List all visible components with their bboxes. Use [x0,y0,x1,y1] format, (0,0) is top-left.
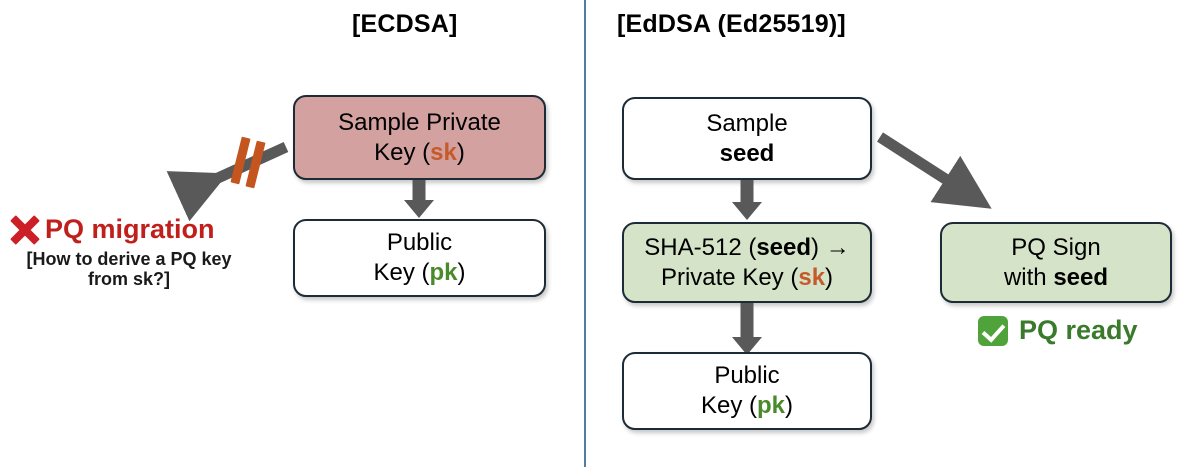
node-line-2-prefix: Key ( [373,259,430,286]
node-line-2-prefix: Private Key ( [660,263,799,291]
node-line-1: PQ Sign [1011,233,1101,261]
node-line-2-prefix: with [1003,263,1054,291]
arrow-shaft [412,180,426,204]
panel-divider [584,0,586,467]
token-sk: sk [430,138,457,166]
node-line-2: Private Key (sk) [661,263,833,293]
node-public-key-right[interactable]: Public Key (pk) [622,352,872,430]
arrow-head [404,200,434,218]
arrow-shaft [877,132,992,209]
node-sample-private-key[interactable]: Sample Private Key (sk) [293,95,546,180]
left-panel-title: [ECDSA] [352,10,458,38]
strike-bar-2 [245,140,266,189]
node-line-2: Key (sk) [374,138,465,168]
pq-migration-status: PQ migration [10,214,215,245]
node-line-2-suffix: ) [457,259,466,286]
node-line-2-prefix: Key ( [700,392,757,419]
arrow-shaft [740,303,754,343]
node-line-1-prefix: SHA-512 ( [644,233,757,261]
green-check-icon [978,315,1008,346]
node-line-1: Sample [706,109,788,137]
red-x-icon [10,215,40,245]
right-panel-title: [EdDSA (Ed25519)] [617,10,846,38]
token-sk: sk [798,263,826,291]
node-line-1: Sample Private [338,108,501,136]
token-pk: pk [757,392,786,419]
pq-ready-status: PQ ready [978,315,1138,346]
node-line-2-suffix: ) [825,263,834,291]
pq-ready-label: PQ ready [1019,315,1138,345]
token-seed: seed [1053,263,1109,291]
node-line-1: SHA-512 (seed) → [644,233,849,263]
node-public-key-left[interactable]: Public Key (pk) [293,219,546,297]
node-sample-seed[interactable]: Sample seed [622,97,872,180]
node-line-2-prefix: Key ( [374,138,431,166]
arrow-head [732,202,762,220]
token-seed: seed [756,233,812,261]
node-line-2: Key (pk) [701,391,793,421]
arrow-shaft [740,180,754,206]
node-line-2-suffix: ) [456,138,465,166]
node-line-2-suffix: ) [785,392,794,419]
node-line-1: Public [714,362,780,389]
node-line-2: Key (pk) [373,258,465,288]
node-line-1: Public [386,229,453,256]
arrow-head [732,337,762,355]
pq-migration-question-line-2: from sk?] [87,269,170,289]
node-line-1-suffix: ) → [811,233,850,261]
node-pq-sign[interactable]: PQ Sign with seed [940,222,1172,303]
node-line-2: with seed [1004,263,1108,293]
token-seed: seed [719,139,775,167]
node-sha512-derive[interactable]: SHA-512 (seed) → Private Key (sk) [622,222,872,303]
pq-migration-question-line-1: [How to derive a PQ key [26,249,232,269]
token-pk: pk [429,259,458,286]
pq-migration-label: PQ migration [45,214,215,244]
